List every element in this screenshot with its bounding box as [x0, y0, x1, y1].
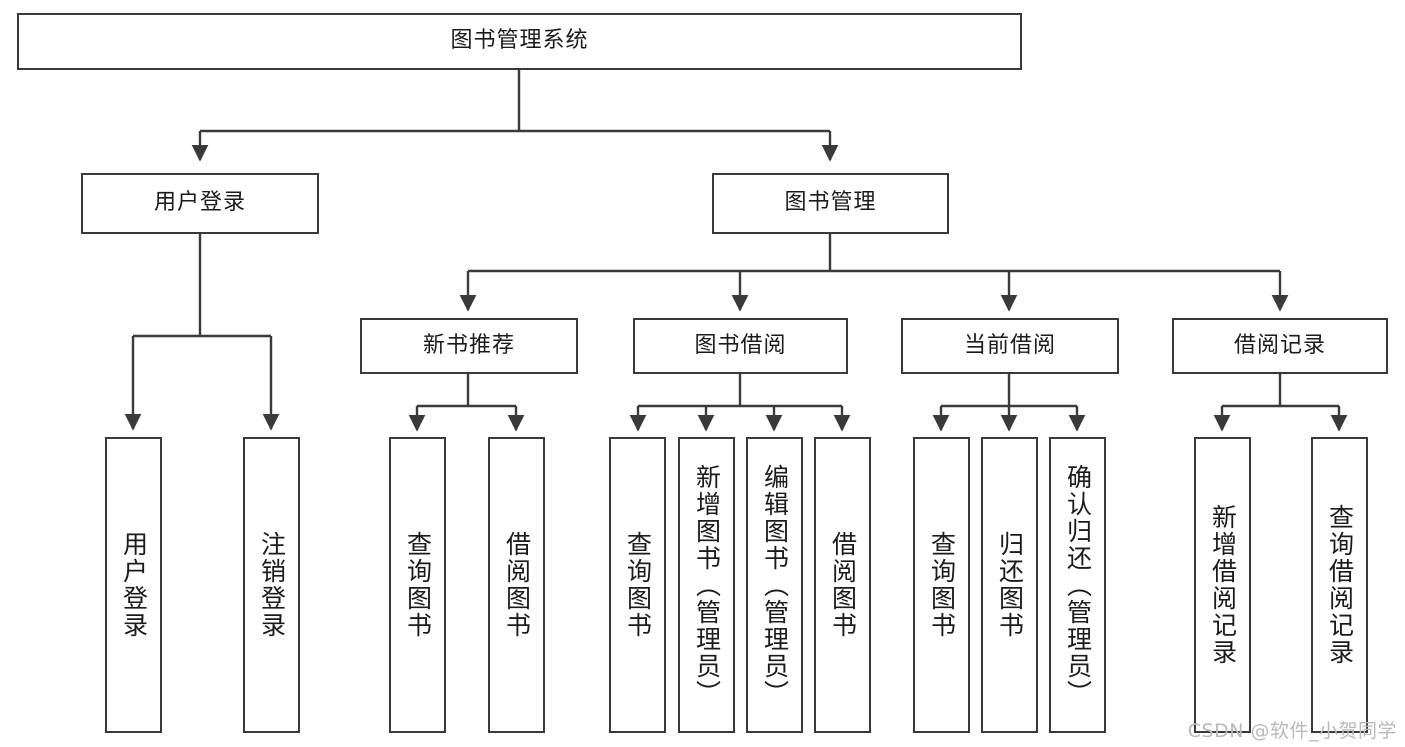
node-borrow-record[interactable]: 借阅记录 — [1172, 318, 1388, 374]
node-current-borrow[interactable]: 当前借阅 — [901, 318, 1119, 374]
node-book-management-system[interactable]: 图书管理系统 — [17, 13, 1022, 70]
node-leaf-query-record[interactable]: 查询借阅记录 — [1311, 437, 1368, 733]
node-label: 归还图书 — [995, 531, 1025, 639]
node-book-borrow[interactable]: 图书借阅 — [633, 318, 848, 374]
node-leaf-borrow-book-1[interactable]: 借阅图书 — [488, 437, 545, 733]
node-label: 当前借阅 — [963, 332, 1056, 358]
node-label: 图书管理 — [784, 190, 877, 216]
node-label: 借阅图书 — [828, 531, 858, 639]
node-leaf-add-book[interactable]: 新增图书（管理员） — [678, 437, 735, 733]
node-leaf-borrow-book-2[interactable]: 借阅图书 — [814, 437, 871, 733]
node-user-login[interactable]: 用户登录 — [81, 173, 319, 234]
node-leaf-user-login[interactable]: 用户登录 — [105, 437, 162, 733]
node-leaf-return-book[interactable]: 归还图书 — [981, 437, 1038, 733]
csdn-watermark: CSDN @软件_小贺同学 — [1187, 720, 1397, 742]
node-label: 借阅记录 — [1233, 332, 1326, 358]
node-label: 编辑图书（管理员） — [760, 463, 790, 707]
node-leaf-add-record[interactable]: 新增借阅记录 — [1194, 437, 1251, 733]
node-new-book-recommend[interactable]: 新书推荐 — [360, 318, 578, 374]
node-book-manage[interactable]: 图书管理 — [712, 173, 949, 234]
node-label: 用户登录 — [119, 531, 149, 639]
node-label: 新增图书（管理员） — [692, 463, 722, 707]
node-leaf-query-book-1[interactable]: 查询图书 — [389, 437, 446, 733]
node-label: 用户登录 — [153, 190, 246, 216]
node-label: 新书推荐 — [422, 332, 515, 358]
node-leaf-logout[interactable]: 注销登录 — [243, 437, 300, 733]
node-label: 图书管理系统 — [450, 28, 589, 54]
node-label: 借阅图书 — [502, 531, 532, 639]
node-label: 注销登录 — [257, 531, 287, 639]
node-leaf-query-book-3[interactable]: 查询图书 — [913, 437, 970, 733]
node-leaf-query-book-2[interactable]: 查询图书 — [609, 437, 666, 733]
node-label: 查询图书 — [403, 531, 433, 639]
node-label: 查询图书 — [623, 531, 653, 639]
node-label: 查询借阅记录 — [1325, 504, 1355, 666]
node-label: 查询图书 — [927, 531, 957, 639]
node-leaf-edit-book[interactable]: 编辑图书（管理员） — [746, 437, 803, 733]
node-label: 图书借阅 — [694, 332, 787, 358]
node-leaf-confirm-return[interactable]: 确认归还（管理员） — [1049, 437, 1106, 733]
node-label: 新增借阅记录 — [1208, 504, 1238, 666]
node-label: 确认归还（管理员） — [1063, 463, 1093, 707]
